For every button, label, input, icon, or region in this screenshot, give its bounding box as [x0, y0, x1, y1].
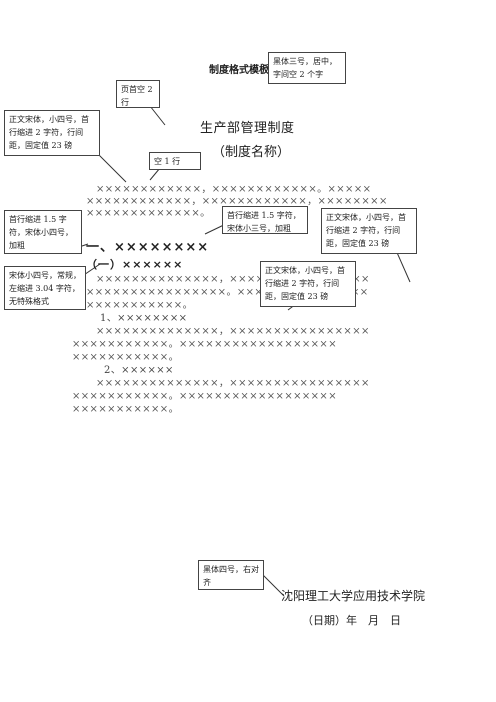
item1-line: ××××××××××××××，×××××××××××××××× — [96, 326, 370, 337]
numbered-item-1: 1、×××××××× — [100, 313, 188, 324]
callout-page-top: 页首空 2 行 — [116, 80, 160, 108]
body-line: ××××××××××××，××××××××××××，×××××××× — [86, 196, 388, 207]
body-line: ×××××××××××××。 — [86, 208, 211, 219]
callout-numbered-font: 宋体小四号，常规，左缩进 3.04 字符，无特殊格式 — [4, 266, 86, 310]
callout-title-font: 黑体三号，居中，字间空 2 个字 — [268, 52, 346, 84]
heading-level-2: （一）×××××× — [86, 258, 184, 271]
callout-signature-font: 黑体四号，右对齐 — [198, 560, 264, 590]
section-line: ×××××××××××。 — [86, 300, 193, 311]
leader-signature — [261, 573, 285, 597]
heading-level-1: 一、×××××××× — [86, 240, 210, 255]
item1-line: ×××××××××××。×××××××××××××××××× — [72, 339, 337, 350]
callout-heading-font: 首行缩进 1.5 字符，宋体小四号，加粗 — [4, 210, 82, 254]
callout-body-font: 正文宋体，小四号，首行缩进 2 字符，行间距，固定值 23 磅 — [4, 110, 100, 156]
section-line: ××××××××××××××，×××××××××××××××× — [96, 274, 370, 285]
callout-blank-line: 空 1 行 — [149, 152, 201, 170]
body-line: ××××××××××××，××××××××××××。××××× — [96, 184, 372, 195]
item2-line: ××××××××××××××，×××××××××××××××× — [96, 378, 370, 389]
page-title: 生产部管理制度 — [200, 121, 295, 136]
leader-page-top — [149, 105, 166, 126]
item1-line: ×××××××××××。 — [72, 352, 179, 363]
callout-mid-body-font: 正文宋体，小四号，首行缩进 2 字符，行间距，固定值 23 磅 — [260, 261, 356, 307]
page-subtitle: （制度名称） — [212, 145, 291, 160]
school-signature: 沈阳理工大学应用技术学院 — [281, 589, 426, 603]
numbered-item-2: 2、×××××× — [104, 365, 174, 376]
format-title: 制度格式模板 — [209, 65, 269, 76]
leader-blank-line — [149, 167, 161, 181]
section-line: ××××××××××××××××。××××××××××××××× — [86, 287, 369, 298]
date-line: （日期）年 月 日 — [302, 614, 401, 627]
item2-line: ×××××××××××。 — [72, 404, 179, 415]
item2-line: ×××××××××××。×××××××××××××××××× — [72, 391, 337, 402]
callout-level1-font: 首行缩进 1.5 字符，宋体小三号，加粗 — [222, 206, 308, 234]
callout-right-body-font: 正文宋体，小四号，首行缩进 2 字符，行间距，固定值 23 磅 — [321, 208, 417, 254]
